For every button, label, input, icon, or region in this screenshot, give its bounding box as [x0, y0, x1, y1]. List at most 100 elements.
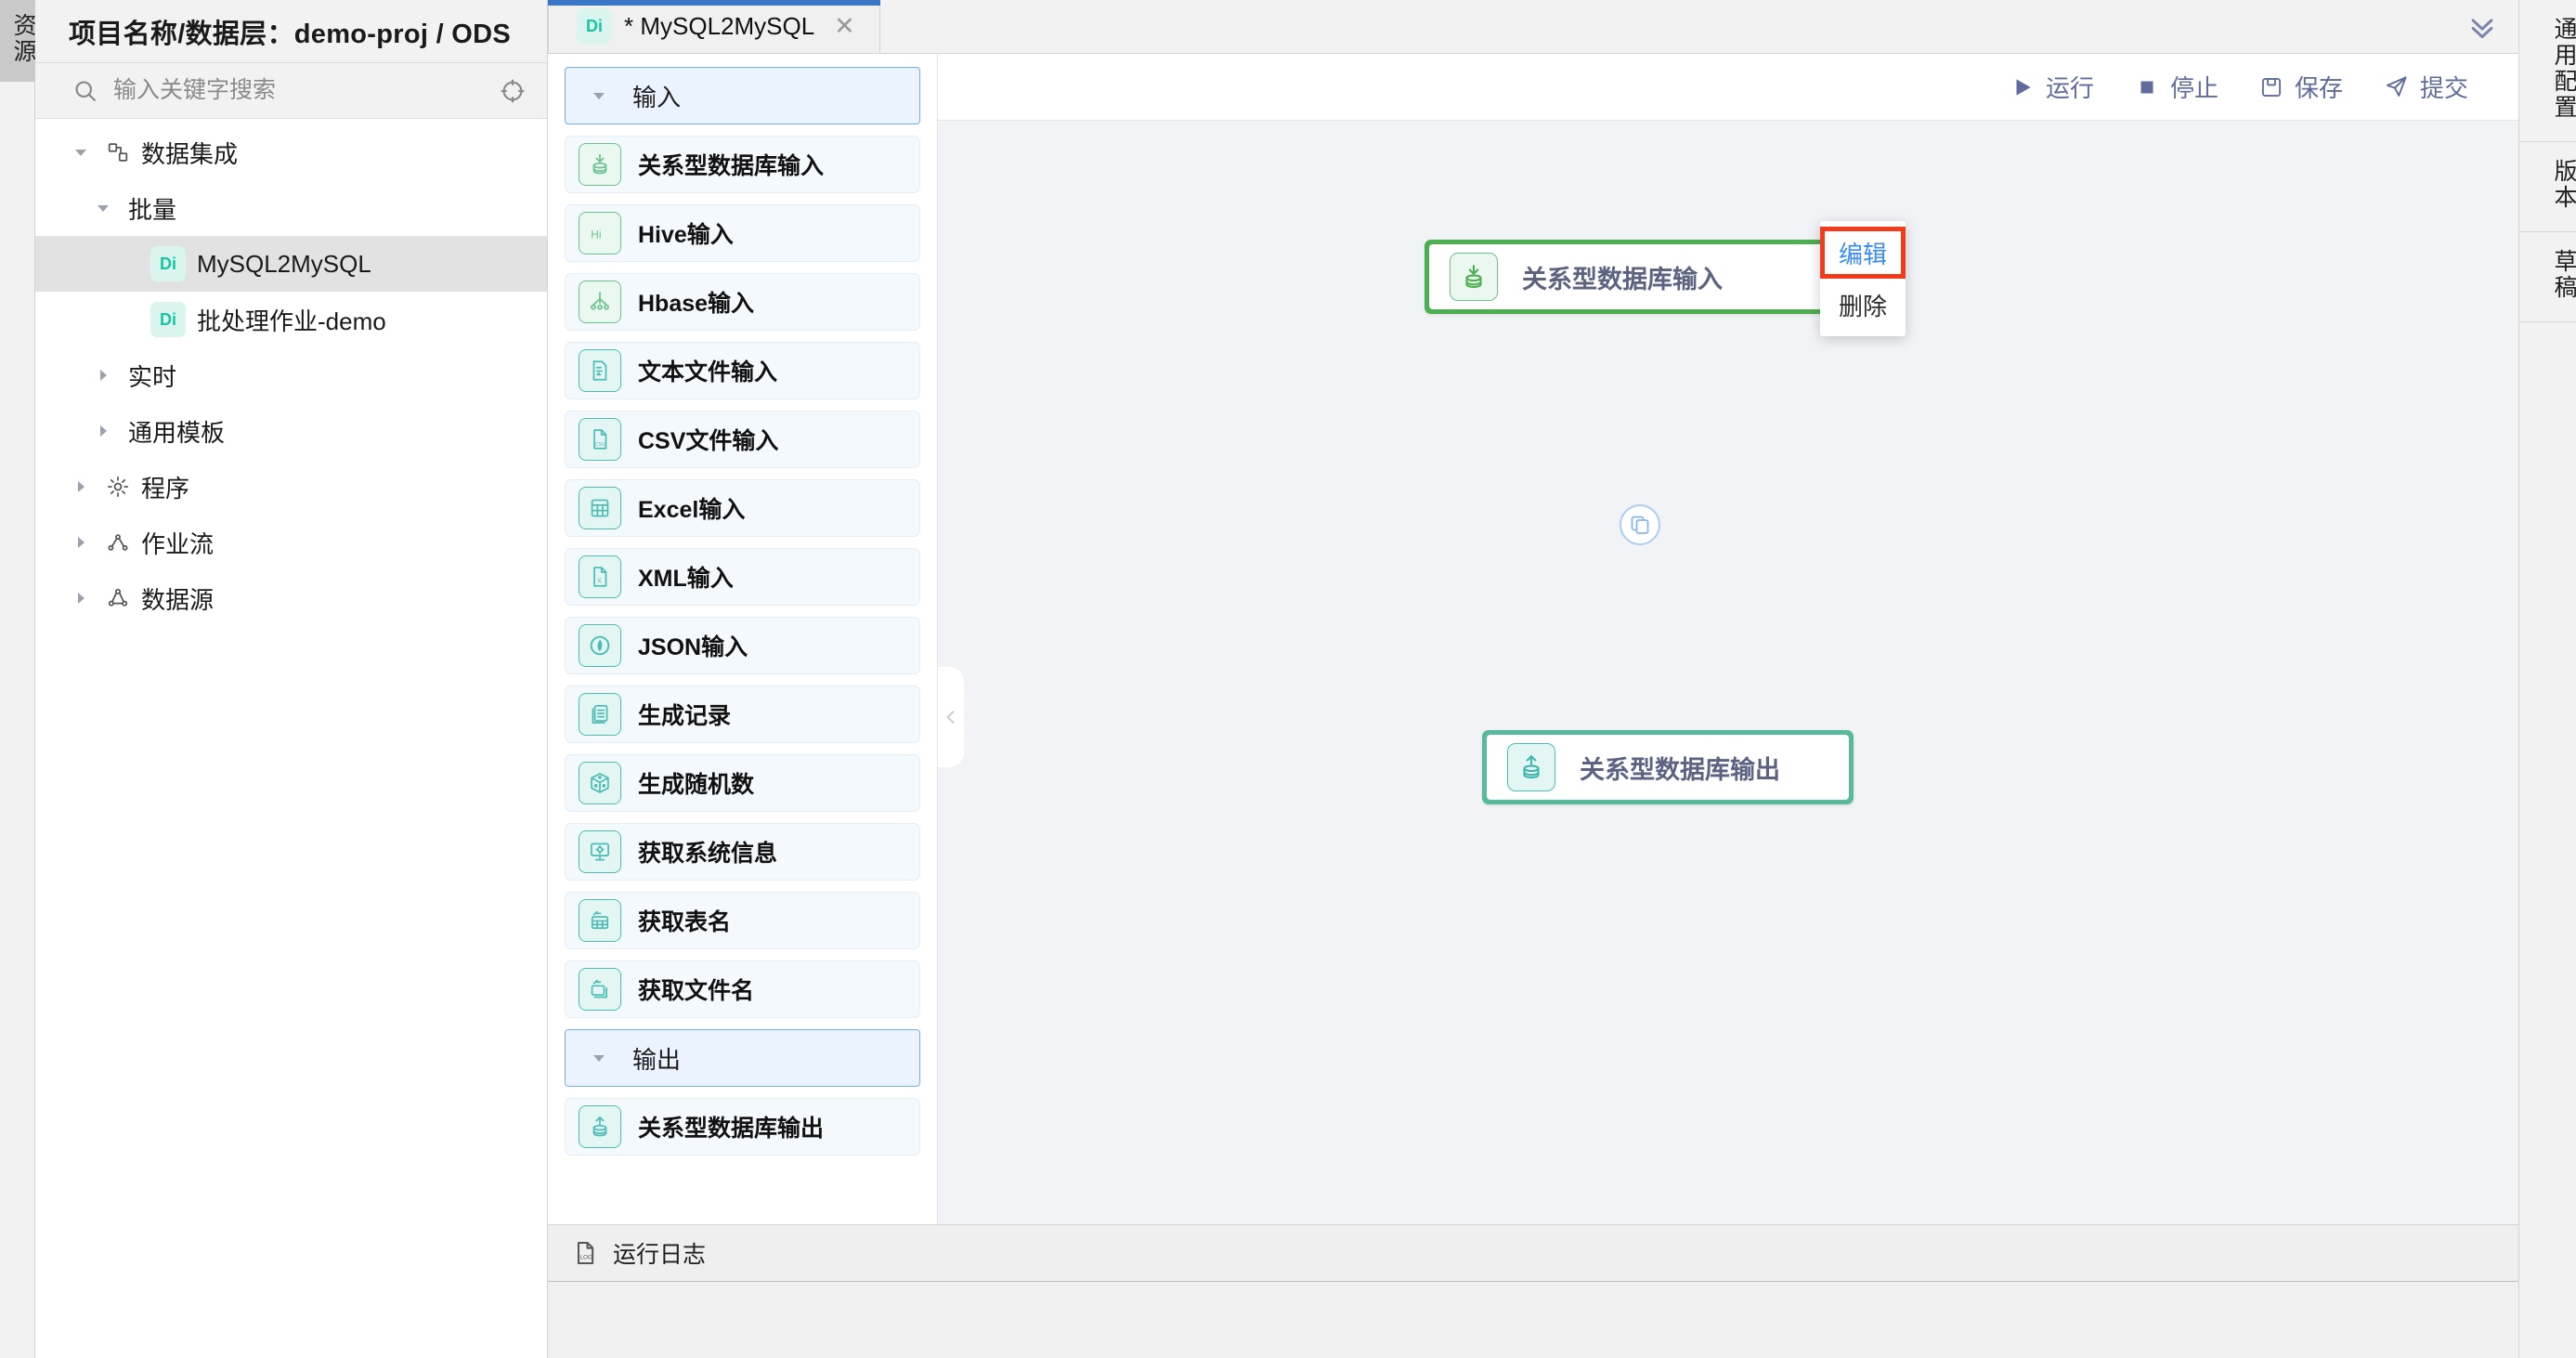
page-title: 项目名称/数据层：demo-proj / ODS [69, 19, 512, 49]
search-input[interactable] [113, 77, 484, 104]
palette-item-0-0[interactable]: 关系型数据库输入 [565, 136, 920, 193]
caret-right-icon[interactable] [67, 589, 95, 607]
palette-item-0-7[interactable]: JSON输入 [565, 617, 920, 674]
file-name-icon [579, 968, 621, 1011]
tree-item-label: 数据源 [141, 585, 215, 614]
canvas-node-db-input[interactable]: 关系型数据库输入 [1425, 240, 1861, 314]
canvas-node-db-output[interactable]: 关系型数据库输出 [1482, 730, 1854, 804]
tree-item-label: 批处理作业-demo [197, 307, 386, 335]
dice-icon [579, 762, 621, 804]
right-rail-item-1[interactable]: 版本 [2519, 142, 2576, 232]
excel-icon [579, 487, 621, 529]
toolbar-button-2[interactable]: 保存 [2259, 70, 2343, 104]
palette-item-0-12[interactable]: 获取文件名 [565, 960, 920, 1018]
palette-group-0[interactable]: 输入 [565, 67, 920, 124]
db-output-icon [1507, 743, 1555, 791]
toolbar-button-0[interactable]: 运行 [2010, 70, 2094, 104]
integration-icon [106, 140, 130, 164]
editor-tabbar: Di * MySQL2MySQL ✕ [548, 0, 2518, 54]
copy-rows-icon[interactable] [1620, 504, 1660, 545]
right-rail-item-2[interactable]: 草稿 [2519, 232, 2576, 322]
tree-item-5[interactable]: 通用模板 [35, 403, 547, 459]
tree-item-3[interactable]: Di 批处理作业-demo [35, 292, 547, 347]
tree-item-8[interactable]: 数据源 [35, 570, 547, 626]
xml-file-icon: X [579, 555, 621, 598]
right-rail-item-0[interactable]: 通用配置 [2519, 0, 2576, 142]
left-rail-tab-resources[interactable]: 资源 [0, 0, 36, 82]
system-info-icon [579, 830, 621, 873]
tree-item-label: MySQL2MySQL [197, 249, 371, 278]
workflow-icon [106, 530, 130, 555]
palette-item-0-3[interactable]: 文本文件输入 [565, 342, 920, 399]
editor-tab-0[interactable]: Di * MySQL2MySQL ✕ [548, 0, 880, 53]
caret-right-icon[interactable] [89, 366, 117, 385]
toolbar-button-1[interactable]: 停止 [2135, 70, 2218, 104]
tree-item-4[interactable]: 实时 [35, 347, 547, 403]
caret-right-icon[interactable] [89, 422, 117, 440]
chevron-double-down-icon[interactable] [2446, 0, 2518, 54]
close-icon[interactable]: ✕ [834, 11, 855, 40]
run-log-bar[interactable]: LOG 运行日志 [548, 1224, 2518, 1282]
caret-down-icon[interactable] [590, 86, 608, 105]
palette-item-0-11[interactable]: 获取表名 [565, 892, 920, 949]
editor-tab-label: * MySQL2MySQL [624, 11, 815, 40]
palette-item-label: 获取文件名 [638, 978, 755, 1004]
palette-item-label: 关系型数据库输入 [638, 153, 825, 179]
svg-text:LOG: LOG [579, 1255, 592, 1261]
hive-icon: Hi [579, 212, 621, 255]
palette-item-label: XML输入 [638, 566, 734, 592]
node-body: 关系型数据库输出 [1487, 735, 1849, 800]
palette-item-0-10[interactable]: 获取系统信息 [565, 823, 920, 881]
toolbar-button-label: 提交 [2419, 74, 2468, 102]
left-rail: 资源 [0, 0, 36, 1358]
palette-item-0-8[interactable]: 生成记录 [565, 686, 920, 743]
datasource-icon [106, 586, 130, 610]
tree-item-1[interactable]: 批量 [35, 180, 547, 236]
palette-item-label: 关系型数据库输出 [638, 1116, 825, 1142]
palette-item-label: Hbase输入 [638, 291, 755, 317]
palette-group-label: 输入 [632, 83, 682, 111]
tree-item-label: 作业流 [141, 529, 215, 558]
caret-right-icon[interactable] [67, 477, 95, 496]
caret-down-icon[interactable] [89, 199, 117, 217]
context-menu-item-1[interactable]: 删除 [1838, 292, 1887, 320]
palette-item-label: JSON输入 [638, 634, 748, 660]
json-icon [579, 624, 621, 667]
palette-item-0-5[interactable]: Excel输入 [565, 479, 920, 537]
tree-item-label: 程序 [141, 474, 190, 503]
di-badge: Di [150, 302, 186, 337]
db-input-icon [1450, 253, 1498, 301]
caret-down-icon[interactable] [67, 143, 95, 162]
palette-item-0-6[interactable]: X XML输入 [565, 548, 920, 606]
flow-canvas[interactable]: 运行 停止 保存 提交 [938, 54, 2518, 1224]
context-menu-item-0[interactable]: 编辑 [1820, 227, 1906, 279]
db-input-icon [579, 143, 621, 186]
svg-text:X: X [597, 577, 602, 585]
node-label: 关系型数据库输入 [1522, 265, 1723, 294]
right-rail: 通用配置版本草稿 [2518, 0, 2576, 1358]
node-body: 关系型数据库输入 [1429, 244, 1856, 309]
palette-item-0-9[interactable]: 生成随机数 [565, 754, 920, 812]
tree-item-6[interactable]: 程序 [35, 459, 547, 515]
submit-icon [2384, 74, 2409, 99]
palette-item-1-0[interactable]: 关系型数据库输出 [565, 1098, 920, 1156]
palette-group-1[interactable]: 输出 [565, 1029, 920, 1087]
palette-collapse-handle[interactable] [938, 667, 964, 767]
generate-rows-icon [579, 693, 621, 736]
caret-down-icon[interactable] [590, 1049, 608, 1067]
db-output-icon [579, 1105, 621, 1148]
toolbar-button-3[interactable]: 提交 [2384, 70, 2468, 104]
table-name-icon [579, 899, 621, 942]
tree-item-0[interactable]: 数据集成 [35, 124, 547, 180]
locate-target-icon[interactable] [499, 77, 527, 105]
tree-item-7[interactable]: 作业流 [35, 515, 547, 570]
palette-item-0-2[interactable]: Hbase输入 [565, 273, 920, 331]
caret-right-icon[interactable] [67, 533, 95, 552]
di-badge: Di [577, 8, 612, 44]
